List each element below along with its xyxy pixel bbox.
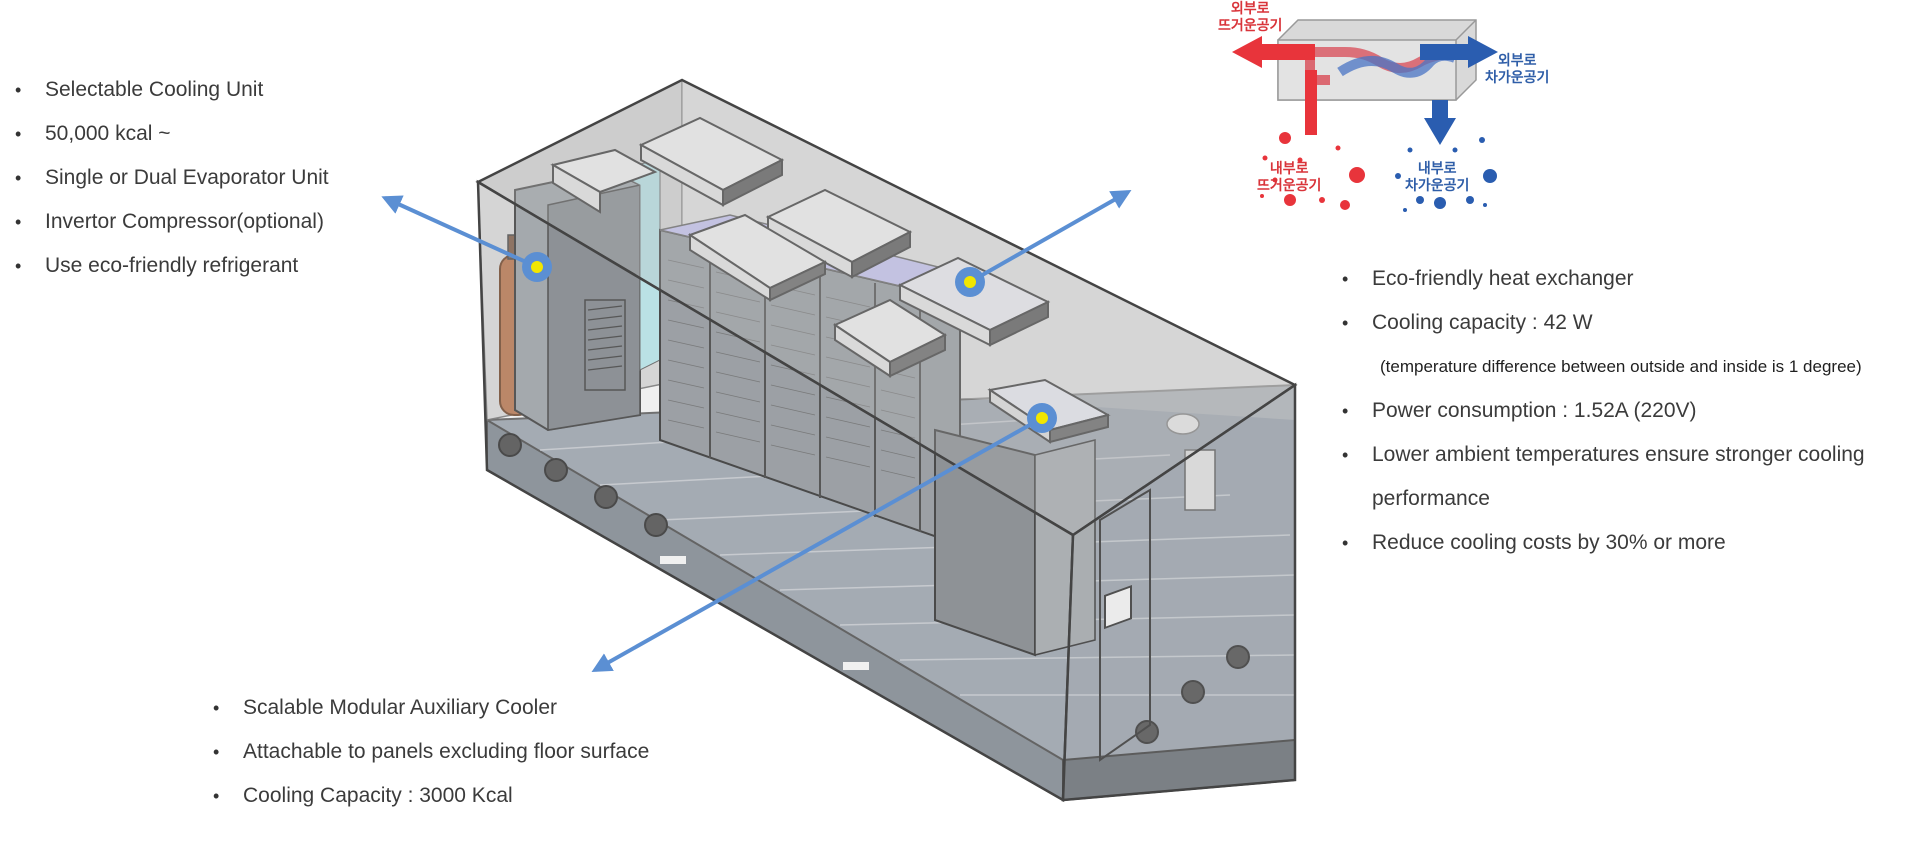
leader-arrows bbox=[381, 190, 1132, 672]
label-in-cold-line1: 내부로 bbox=[1417, 160, 1457, 176]
label-out-cold: 외부로 차가운공기 bbox=[1485, 52, 1549, 86]
cooling-unit-feature: Selectable Cooling Unit bbox=[15, 68, 329, 112]
heat-exchanger-diagram bbox=[1232, 19, 1498, 212]
heat-exchanger-feature-note: (temperature difference between outside … bbox=[1380, 357, 1862, 376]
heat-exchanger-feature-list: Eco-friendly heat exchanger Cooling capa… bbox=[1342, 257, 1865, 565]
label-in-hot: 내부로 뜨거운공기 bbox=[1257, 160, 1321, 194]
heat-exchanger-feature: Reduce cooling costs by 30% or more bbox=[1342, 521, 1865, 565]
base-vent-slots bbox=[660, 556, 869, 670]
container-front-wall bbox=[1061, 382, 1297, 802]
heat-exchanger-feature: Lower ambient temperatures ensure strong… bbox=[1342, 433, 1865, 477]
aux-cooler-feature: Cooling Capacity : 3000 Kcal bbox=[213, 774, 649, 818]
label-out-hot-line1: 외부로 bbox=[1230, 0, 1270, 16]
cooling-unit-feature: 50,000 kcal ~ bbox=[15, 112, 329, 156]
cooling-unit-feature: Single or Dual Evaporator Unit bbox=[15, 156, 329, 200]
heat-exchanger-feature: Eco-friendly heat exchanger bbox=[1342, 257, 1865, 301]
target-markers bbox=[522, 252, 1057, 433]
hot-out-arrow bbox=[1232, 36, 1315, 68]
heat-exchanger-feature: Cooling capacity : 42 W bbox=[1342, 301, 1865, 345]
aux-cooler-feature-list: Scalable Modular Auxiliary Cooler Attach… bbox=[213, 686, 649, 818]
label-in-hot-line2: 뜨거운공기 bbox=[1257, 177, 1322, 193]
label-out-hot-line2: 뜨거운공기 bbox=[1218, 17, 1283, 33]
label-in-hot-line1: 내부로 bbox=[1269, 160, 1309, 176]
label-in-cold: 내부로 차가운공기 bbox=[1405, 160, 1469, 194]
label-out-cold-line2: 차가운공기 bbox=[1485, 69, 1550, 85]
label-out-hot: 외부로 뜨거운공기 bbox=[1218, 0, 1282, 34]
wall-control-box bbox=[1184, 449, 1216, 511]
arrow-to-left-list bbox=[381, 195, 538, 269]
cooling-unit-feature: Invertor Compressor(optional) bbox=[15, 200, 329, 244]
heat-exchanger-feature-continuation: performance bbox=[1372, 487, 1490, 510]
label-in-cold-line2: 차가운공기 bbox=[1405, 177, 1470, 193]
cooling-unit-feature: Use eco-friendly refrigerant bbox=[15, 244, 329, 288]
cold-in-arrow bbox=[1420, 36, 1498, 68]
container-door bbox=[1099, 488, 1151, 762]
label-out-cold-line1: 외부로 bbox=[1497, 52, 1537, 68]
heat-exchanger-feature: Power consumption : 1.52A (220V) bbox=[1342, 389, 1865, 433]
arrow-to-right-list bbox=[969, 190, 1132, 284]
aux-cooler-feature: Attachable to panels excluding floor sur… bbox=[213, 730, 649, 774]
cold-down-arrow bbox=[1424, 100, 1456, 145]
aux-cooler-feature: Scalable Modular Auxiliary Cooler bbox=[213, 686, 649, 730]
arrow-to-bottom-list bbox=[591, 416, 1043, 672]
cooling-unit-feature-list: Selectable Cooling Unit 50,000 kcal ~ Si… bbox=[15, 68, 329, 288]
base-fans bbox=[498, 433, 1250, 744]
